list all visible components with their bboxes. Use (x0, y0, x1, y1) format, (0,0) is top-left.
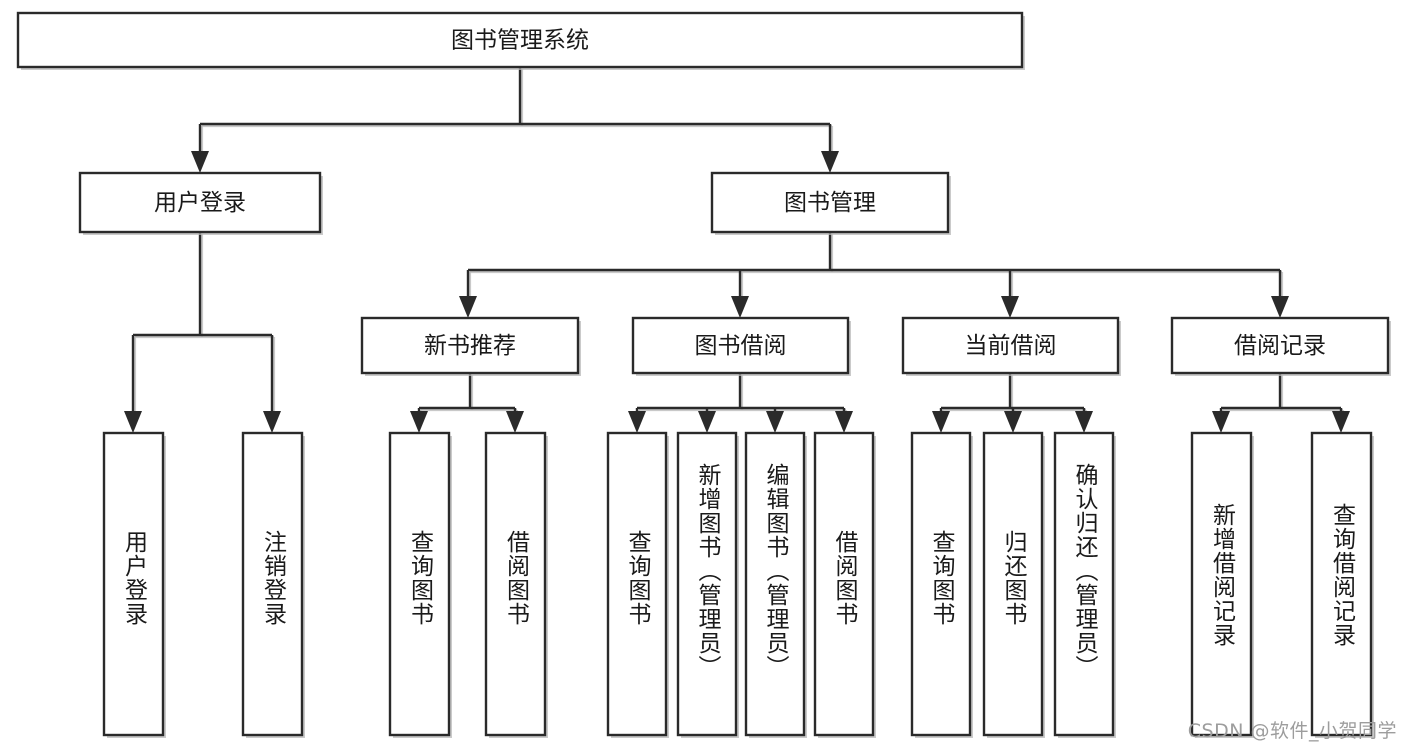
node-box-book-manage[interactable] (710, 171, 950, 234)
connector-conn-bb-1 (628, 408, 646, 433)
connector-conn-nb-1 (410, 408, 428, 433)
connector-conn-cb-1 (932, 408, 950, 433)
connector-conn-bm-3 (1001, 270, 1019, 318)
node-box-leaf-borrow-book[interactable] (813, 431, 875, 737)
node-label-borrow-record: 借阅记录 (1234, 333, 1326, 359)
node-box-leaf-confirm-return-admin[interactable] (1053, 431, 1115, 737)
connector-layer (124, 67, 1350, 433)
connector-conn-bb-trunk (738, 373, 744, 410)
node-label-book-borrow: 图书借阅 (695, 333, 787, 359)
connector-conn-bm-2 (731, 270, 749, 318)
connector-conn-bm-1 (459, 270, 477, 318)
node-box-new-book-recommend[interactable] (360, 316, 580, 375)
connector-conn-book-manage-bar (468, 268, 1282, 274)
connector-conn-bb-bar (637, 406, 846, 412)
node-user-login[interactable] (78, 171, 323, 235)
node-leaf-borrow-book-new[interactable] (484, 431, 548, 738)
node-box-leaf-query-book-current[interactable] (910, 431, 972, 737)
connector-conn-nb-trunk (468, 373, 474, 410)
node-box-current-borrow[interactable] (901, 316, 1120, 375)
node-book-manage[interactable] (710, 171, 951, 235)
connector-conn-cb-3 (1075, 408, 1093, 433)
node-label-user-login: 用户登录 (154, 190, 246, 216)
node-leaf-query-book-current[interactable] (910, 431, 973, 738)
node-borrow-record[interactable] (1170, 316, 1391, 376)
node-label-current-borrow: 当前借阅 (965, 333, 1057, 359)
node-box-user-login[interactable] (78, 171, 322, 234)
connector-conn-cb-2 (1004, 408, 1022, 433)
connector-conn-root-to-book-manage (821, 124, 839, 173)
connector-conn-bb-4 (835, 408, 853, 433)
watermark-text: CSDN @软件_小贺同学 (1187, 720, 1397, 742)
connector-conn-br-trunk (1278, 373, 1284, 410)
connector-conn-user-login-b (263, 335, 281, 433)
connector-conn-bm-4 (1271, 270, 1289, 318)
node-leaf-edit-book-admin[interactable] (744, 431, 807, 738)
node-leaf-add-book-admin[interactable] (676, 431, 739, 738)
connector-conn-nb-2 (506, 408, 524, 433)
node-box-book-borrow[interactable] (631, 316, 850, 375)
connector-conn-root-trunk (518, 67, 524, 126)
node-box-leaf-edit-book-admin[interactable] (744, 431, 806, 737)
connector-conn-bb-2 (698, 408, 716, 433)
node-box-leaf-logout-login[interactable] (241, 431, 304, 737)
node-box-leaf-query-book-new[interactable] (388, 431, 451, 737)
connector-conn-user-login-trunk (198, 232, 204, 337)
node-box-leaf-user-login[interactable] (102, 431, 165, 737)
node-box-leaf-add-book-admin[interactable] (676, 431, 738, 737)
connector-conn-root-to-user-login (191, 124, 209, 173)
node-leaf-user-login[interactable] (102, 431, 166, 738)
node-box-leaf-query-book-borrow[interactable] (606, 431, 668, 737)
node-box-leaf-return-book[interactable] (982, 431, 1044, 737)
node-current-borrow[interactable] (901, 316, 1121, 376)
node-box-leaf-add-borrow-record[interactable] (1190, 431, 1253, 737)
connector-conn-user-login-a (124, 335, 142, 433)
node-label-root: 图书管理系统 (451, 28, 589, 54)
node-leaf-query-book-new[interactable] (388, 431, 452, 738)
node-book-borrow[interactable] (631, 316, 851, 376)
connector-conn-cb-trunk (1008, 373, 1014, 410)
node-new-book-recommend[interactable] (360, 316, 581, 376)
node-label-book-manage: 图书管理 (784, 190, 876, 216)
node-leaf-borrow-book[interactable] (813, 431, 876, 738)
connector-conn-book-manage-trunk (828, 232, 834, 272)
connector-conn-user-login-bar (133, 333, 274, 339)
connector-conn-br-1 (1212, 408, 1230, 433)
node-leaf-logout-login[interactable] (241, 431, 305, 738)
node-box-borrow-record[interactable] (1170, 316, 1390, 375)
node-leaf-add-borrow-record[interactable] (1190, 431, 1254, 738)
connector-conn-root-bar (200, 122, 832, 128)
node-leaf-query-book-borrow[interactable] (606, 431, 669, 738)
node-leaf-query-borrow-record[interactable] (1310, 431, 1374, 738)
node-box-root[interactable] (16, 11, 1024, 69)
node-box-leaf-borrow-book-new[interactable] (484, 431, 547, 737)
node-box-leaf-query-borrow-record[interactable] (1310, 431, 1373, 737)
connector-conn-br-2 (1332, 408, 1350, 433)
connector-conn-nb-bar (419, 406, 517, 412)
connector-conn-br-bar (1221, 406, 1343, 412)
node-leaf-return-book[interactable] (982, 431, 1045, 738)
node-root[interactable] (16, 11, 1025, 70)
connector-conn-bb-3 (766, 408, 784, 433)
node-leaf-confirm-return-admin[interactable] (1053, 431, 1116, 738)
node-label-new-book-recommend: 新书推荐 (424, 333, 516, 359)
